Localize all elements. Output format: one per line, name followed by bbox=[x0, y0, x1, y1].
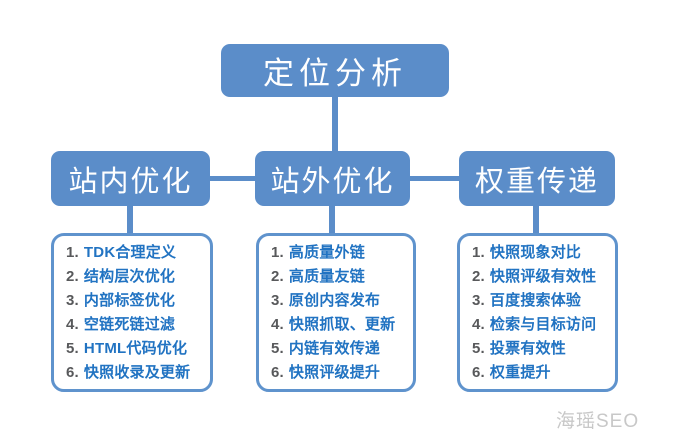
item-text: TDK合理定义 bbox=[83, 243, 177, 261]
item-number: 6. bbox=[271, 363, 284, 381]
branch-node-label: 站内优化 bbox=[68, 165, 193, 198]
list-item: 3.百度搜索体验 bbox=[472, 289, 615, 313]
watermark-haiyao-seo: 海瑶SEO bbox=[556, 411, 640, 432]
item-text: 投票有效性 bbox=[489, 339, 566, 357]
item-number: 2. bbox=[472, 267, 485, 285]
branch-node-label: 权重传递 bbox=[474, 165, 599, 198]
item-text: 空链死链过滤 bbox=[83, 315, 176, 333]
list-item: 5.内链有效传递 bbox=[271, 337, 413, 361]
item-number: 4. bbox=[66, 315, 79, 333]
item-text: 快照抓取、更新 bbox=[288, 315, 396, 333]
list-item: 1.快照现象对比 bbox=[472, 241, 615, 265]
connector-onsite-offsite bbox=[209, 176, 256, 181]
list-box-weight-transfer: 1.快照现象对比 2.快照评级有效性 3.百度搜索体验 4.检索与目标访问 5.… bbox=[457, 233, 618, 392]
list-item: 5.投票有效性 bbox=[472, 337, 615, 361]
item-text: 内部标签优化 bbox=[83, 291, 176, 309]
item-number: 4. bbox=[271, 315, 284, 333]
list-item: 1.高质量外链 bbox=[271, 241, 413, 265]
root-node-positioning-analysis: 定位分析 bbox=[221, 44, 449, 97]
connector-weight-to-list bbox=[533, 205, 539, 234]
list-box-onsite-optimization: 1.TDK合理定义 2.结构层次优化 3.内部标签优化 4.空链死链过滤 5.H… bbox=[51, 233, 213, 392]
item-text: 内链有效传递 bbox=[288, 339, 381, 357]
item-text: 快照收录及更新 bbox=[83, 363, 191, 381]
item-number: 5. bbox=[271, 339, 284, 357]
item-text: 权重提升 bbox=[489, 363, 551, 381]
list-item: 5.HTML代码优化 bbox=[66, 337, 210, 361]
list-item: 2.快照评级有效性 bbox=[472, 265, 615, 289]
item-number: 1. bbox=[271, 243, 284, 261]
list-item: 4.空链死链过滤 bbox=[66, 313, 210, 337]
item-number: 5. bbox=[66, 339, 79, 357]
item-number: 1. bbox=[472, 243, 485, 261]
list-item: 3.内部标签优化 bbox=[66, 289, 210, 313]
item-number: 4. bbox=[472, 315, 485, 333]
item-number: 2. bbox=[66, 267, 79, 285]
item-text: HTML代码优化 bbox=[83, 339, 188, 357]
connector-onsite-to-list bbox=[127, 205, 133, 234]
item-number: 6. bbox=[472, 363, 485, 381]
list-box-offsite-optimization: 1.高质量外链 2.高质量友链 3.原创内容发布 4.快照抓取、更新 5.内链有… bbox=[256, 233, 416, 392]
item-number: 3. bbox=[271, 291, 284, 309]
branch-node-weight-transfer: 权重传递 bbox=[459, 151, 615, 206]
branch-node-onsite-optimization: 站内优化 bbox=[51, 151, 210, 206]
item-text: 快照评级有效性 bbox=[489, 267, 597, 285]
list-item: 6.快照评级提升 bbox=[271, 361, 413, 385]
list-item: 6.权重提升 bbox=[472, 361, 615, 385]
item-text: 结构层次优化 bbox=[83, 267, 176, 285]
item-text: 快照现象对比 bbox=[489, 243, 582, 261]
list-item: 4.快照抓取、更新 bbox=[271, 313, 413, 337]
item-number: 6. bbox=[66, 363, 79, 381]
item-text: 高质量外链 bbox=[288, 243, 365, 261]
item-text: 检索与目标访问 bbox=[489, 315, 597, 333]
item-text: 高质量友链 bbox=[288, 267, 365, 285]
branch-node-offsite-optimization: 站外优化 bbox=[255, 151, 410, 206]
list-item: 4.检索与目标访问 bbox=[472, 313, 615, 337]
item-text: 快照评级提升 bbox=[288, 363, 381, 381]
connector-offsite-weight bbox=[409, 176, 460, 181]
connector-offsite-to-list bbox=[329, 205, 335, 234]
item-number: 1. bbox=[66, 243, 79, 261]
list-item: 2.高质量友链 bbox=[271, 265, 413, 289]
item-text: 百度搜索体验 bbox=[489, 291, 582, 309]
connector-root-to-offsite bbox=[332, 96, 338, 152]
item-number: 3. bbox=[472, 291, 485, 309]
item-number: 3. bbox=[66, 291, 79, 309]
list-item: 1.TDK合理定义 bbox=[66, 241, 210, 265]
item-number: 5. bbox=[472, 339, 485, 357]
list-item: 6.快照收录及更新 bbox=[66, 361, 210, 385]
list-item: 3.原创内容发布 bbox=[271, 289, 413, 313]
item-number: 2. bbox=[271, 267, 284, 285]
item-text: 原创内容发布 bbox=[288, 291, 381, 309]
branch-node-label: 站外优化 bbox=[270, 165, 395, 198]
list-item: 2.结构层次优化 bbox=[66, 265, 210, 289]
root-node-label: 定位分析 bbox=[263, 56, 407, 91]
